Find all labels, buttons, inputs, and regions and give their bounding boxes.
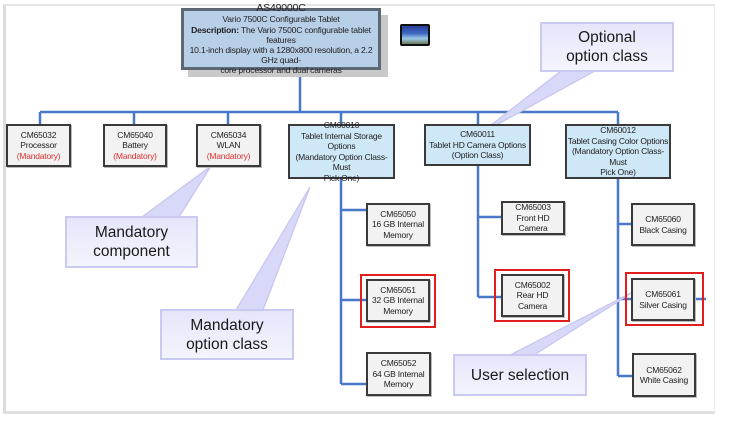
component-name: Processor	[20, 140, 57, 151]
root-code: AS49000C	[256, 2, 306, 15]
root-description-line1: Description: The Vario 7500C configurabl…	[191, 24, 371, 45]
option-code: CM65060	[645, 214, 681, 224]
option-code: CM65002	[514, 279, 551, 290]
callout-user-selection: User selection	[453, 354, 587, 396]
tablet-image	[400, 24, 430, 46]
option-class-type: (Option Class)	[451, 150, 504, 161]
option-code: CM65051	[380, 284, 416, 295]
callout-text: Mandatory	[94, 224, 169, 241]
option-class-type: (Mandatory Option Class- Must	[295, 151, 388, 173]
callout-text: option class	[566, 48, 648, 65]
option-code: CM65050	[380, 208, 416, 219]
option-class-name: Tablet HD Camera Options	[429, 139, 526, 150]
callout-text: option class	[186, 335, 268, 353]
option-class-node[interactable]: CM60010 Tablet Internal Storage Options …	[288, 120, 395, 183]
mandatory-tag: (Mandatory)	[206, 150, 251, 161]
option-name-cont: Memory	[383, 379, 414, 390]
pointer-mandatory-class	[234, 186, 311, 311]
option-name: 64 GB Internal	[372, 368, 425, 379]
option-name: White Casing	[639, 375, 689, 385]
option-node-selected[interactable]: CM65002 Rear HD Camera	[501, 274, 564, 317]
root-node[interactable]: AS49000C Vario 7500C Configurable Tablet…	[181, 2, 381, 75]
option-code: CM65052	[380, 358, 417, 369]
component-node[interactable]: CM65032 Processor (Mandatory)	[6, 124, 71, 167]
option-class-code: CM60010	[323, 120, 360, 130]
option-node-selected[interactable]: CM65051 32 GB Internal Memory	[366, 279, 430, 322]
component-node[interactable]: CM65040 Battery (Mandatory)	[103, 124, 167, 167]
option-node-selected[interactable]: CM65061 Silver Casing	[631, 278, 695, 321]
option-node[interactable]: CM65003 Front HD Camera	[501, 201, 565, 235]
selection-highlight	[625, 272, 704, 326]
component-code: CM65034	[210, 129, 247, 140]
option-code: CM65062	[646, 364, 682, 375]
selection-highlight	[494, 269, 570, 322]
component-node[interactable]: CM65034 WLAN (Mandatory)	[196, 124, 261, 167]
option-node[interactable]: CM65050 16 GB Internal Memory	[366, 203, 430, 246]
callout-text: component	[93, 243, 170, 260]
option-name: Silver Casing	[639, 299, 687, 310]
option-class-code: CM60012	[600, 125, 636, 136]
callout-mandatory-option-class: Mandatory option class	[160, 309, 294, 360]
pointer-mandatory-component	[140, 165, 212, 218]
option-class-node[interactable]: CM60012 Tablet Casing Color Options (Man…	[565, 124, 671, 179]
option-code: CM65003	[515, 202, 551, 213]
mandatory-tag: (Mandatory)	[113, 150, 157, 161]
callout-optional-option-class: Optional option class	[540, 22, 674, 72]
option-code: CM65061	[645, 289, 681, 299]
option-name-cont: Memory	[383, 305, 413, 316]
option-node[interactable]: CM65060 Black Casing	[631, 203, 695, 246]
root-name: Vario 7500C Configurable Tablet	[222, 14, 340, 25]
option-class-node[interactable]: CM60011 Tablet HD Camera Options (Option…	[424, 124, 531, 166]
tablet-screen	[402, 26, 428, 44]
option-name: Black Casing	[639, 224, 687, 235]
option-name: Front HD Camera	[516, 212, 550, 234]
component-code: CM65040	[117, 129, 153, 140]
option-class-type: (Mandatory Option Class- Must	[571, 146, 665, 167]
option-class-type-cont: Pick One)	[600, 167, 636, 178]
callout-text: User selection	[470, 366, 570, 384]
root-description-line2: 10.1-inch display with a 1280x800 resolu…	[189, 45, 373, 66]
option-class-name: Tablet Casing Color Options	[567, 135, 669, 146]
callout-text: Optional	[578, 29, 636, 46]
option-name: 32 GB Internal	[371, 295, 424, 306]
selection-highlight	[360, 274, 436, 328]
mandatory-tag: (Mandatory)	[16, 150, 61, 161]
component-code: CM65032	[20, 129, 57, 140]
root-description-line3: core processor and dual cameras	[220, 65, 342, 76]
diagram-frame	[3, 4, 715, 414]
component-name: Battery	[122, 140, 148, 151]
callout-mandatory-component: Mandatory component	[65, 216, 198, 268]
option-name-cont: Memory	[383, 229, 413, 240]
option-name: 16 GB Internal	[371, 219, 424, 230]
option-node[interactable]: CM65052 64 GB Internal Memory	[366, 352, 431, 396]
option-class-type-cont: Pick One)	[323, 172, 360, 183]
option-class-code: CM60011	[460, 129, 495, 140]
callout-text: Mandatory	[190, 316, 264, 334]
description-label: Description:	[191, 24, 239, 35]
component-name: WLAN	[216, 140, 241, 151]
option-class-name: Tablet Internal Storage Options	[301, 130, 382, 152]
option-name: Rear HD Camera	[516, 290, 549, 311]
option-node[interactable]: CM65062 White Casing	[632, 353, 696, 397]
